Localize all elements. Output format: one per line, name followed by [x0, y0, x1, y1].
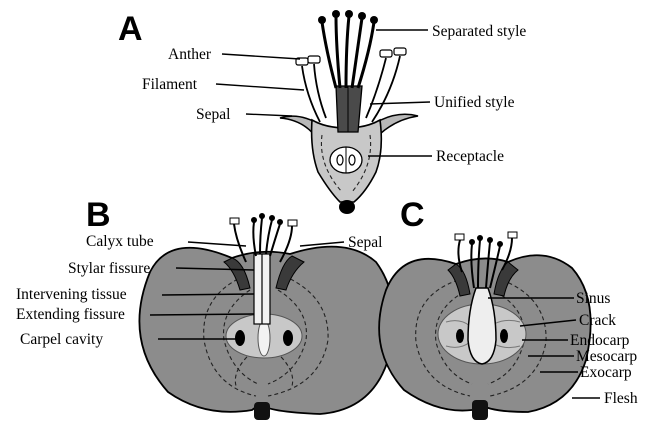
label-exocarp: Exocarp	[580, 364, 632, 381]
fruit-c-stalk	[472, 400, 488, 420]
fruit-b-center-tissue	[258, 320, 270, 356]
flower-ovule-right	[349, 155, 355, 165]
label-calyx-tube: Calyx tube	[86, 233, 154, 250]
seed-left	[456, 329, 464, 343]
panel-a-letter: A	[118, 10, 143, 48]
panel-a-flower: A	[118, 10, 526, 214]
label-sepal-a: Sepal	[196, 106, 230, 123]
label-anther: Anther	[168, 46, 212, 63]
flower-separated-styles	[322, 16, 374, 88]
flower-unified-style	[336, 86, 362, 132]
panel-c-fruit: C	[379, 196, 638, 420]
label-unified-style: Unified style	[434, 94, 515, 111]
label-extending-fissure: Extending fissure	[16, 306, 125, 323]
panel-b-fruit: B	[16, 196, 394, 420]
label-sinus: Sinus	[576, 290, 610, 307]
label-mesocarp: Mesocarp	[576, 348, 637, 365]
label-flesh: Flesh	[604, 390, 638, 407]
flower-anthers	[296, 48, 406, 65]
panel-b-letter: B	[86, 196, 111, 234]
label-intervening-tissue: Intervening tissue	[16, 286, 127, 303]
label-carpel-cavity: Carpel cavity	[20, 331, 103, 348]
label-filament: Filament	[142, 76, 198, 93]
carpel-cavity-left	[235, 330, 245, 346]
label-crack: Crack	[579, 312, 616, 329]
label-sepal-b: Sepal	[348, 234, 382, 251]
carpel-cavity-right	[283, 330, 293, 346]
flower-ovule-left	[337, 155, 343, 165]
fruit-c-sinus	[468, 288, 496, 364]
label-receptacle: Receptacle	[436, 148, 504, 165]
label-separated-style: Separated style	[432, 23, 526, 40]
label-endocarp: Endocarp	[570, 332, 630, 349]
panel-c-letter: C	[400, 196, 425, 234]
seed-right	[500, 329, 508, 343]
fruit-b-stalk	[254, 402, 270, 420]
label-stylar-fissure: Stylar fissure	[68, 260, 150, 277]
flower-pedicel	[339, 200, 355, 214]
